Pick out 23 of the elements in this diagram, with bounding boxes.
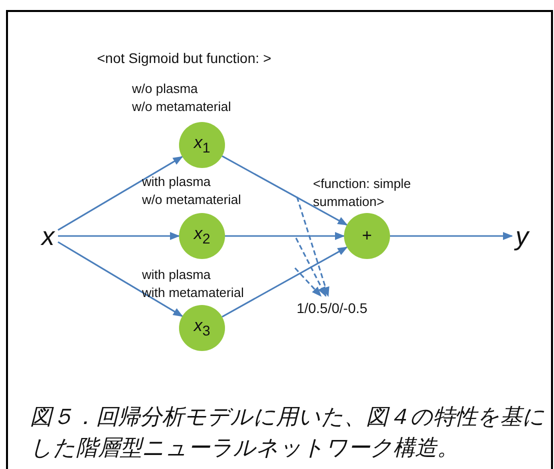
node-caption: <function: simple summation> [313,175,412,211]
arrow [222,246,348,318]
arrow [58,156,184,231]
arrow [58,232,180,240]
neuron-label: x$_{2}$ [194,224,210,248]
neuron-label: x$_{3}$ [194,316,210,340]
annotation: <not Sigmoid but function: > [97,50,272,66]
leader-line [294,267,322,297]
variable-label: x [40,223,56,249]
node-caption: with plasma w/o metamaterial [142,173,242,209]
arrow [58,241,184,317]
neuron-label: + [362,226,372,246]
caption: 図５．回帰分析モデルに用いた、図４の特性を基にした階層型ニューラルネットワーク構造。 [30,404,545,463]
neuron-label: x$_{1}$ [194,133,210,157]
weight-label: 1/0.5/0/-0.5 [284,298,380,318]
variable-label: y [514,223,530,249]
node-caption: with plasma with metamaterial [142,266,245,302]
leader-line [296,196,330,297]
leader-line [295,238,327,297]
arrow [390,232,513,240]
arrow [225,232,345,240]
arrow [222,155,348,226]
node-caption: w/o plasma w/o metamaterial [132,80,232,116]
